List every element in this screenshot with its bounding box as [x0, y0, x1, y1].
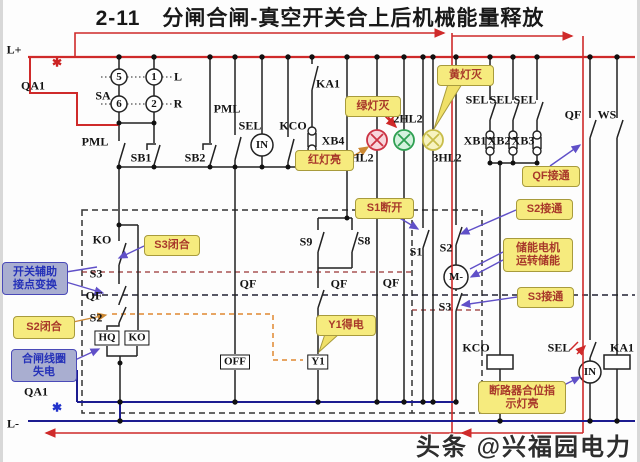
in-indicator-right — [578, 360, 602, 384]
contact-label-sel-bottom: SEL — [547, 340, 571, 355]
callout-storage-motor: 储能电机 运转储能 — [503, 238, 573, 272]
contact-label-s2-mid: S2 — [439, 240, 453, 255]
sa-terminal-1: 1 — [151, 71, 157, 83]
negative-bus — [28, 370, 635, 422]
junction-dots — [116, 54, 620, 424]
contact-label-qf-right: QF — [564, 107, 582, 122]
contact-label-qf-2: QF — [239, 276, 257, 291]
indicator-in-right: IN — [583, 366, 597, 378]
callout-s3-closed: S3闭合 — [144, 235, 200, 256]
callout-s2-closed: S2闭合 — [13, 316, 75, 339]
page-title: 2-11 分闸合闸-真空开关合上后机械能量释放 — [95, 7, 545, 30]
trip-star-bottom: ✱ — [51, 400, 63, 415]
left-edge-strip — [0, 0, 3, 462]
contact-label-s3-left: S3 — [89, 266, 103, 281]
watermark: 头条 @兴福园电力 — [415, 434, 632, 461]
right-edge-strip — [637, 0, 640, 462]
bus-label-l-minus: L- — [7, 416, 19, 431]
sa-terminal-2: 2 — [151, 98, 157, 110]
trip-star-top: ✱ — [51, 55, 63, 70]
lamp-label-3hl2: 3HL2 — [432, 150, 462, 165]
motor-label-m: M- — [448, 271, 464, 283]
plug-label-xb2: XB2 — [487, 133, 511, 148]
contact-label-qf-left: QF — [85, 288, 103, 303]
coil-label-kco-bottom: KCO — [462, 340, 490, 355]
lamp-3hl2-yellow — [422, 129, 444, 151]
contact-label-kco-top: KCO — [279, 118, 307, 133]
coil-y1: Y1 — [307, 354, 329, 370]
contact-label-s3-right: S3 — [438, 299, 452, 314]
plug-label-xb3: XB3 — [511, 133, 535, 148]
contact-label-ko: KO — [92, 232, 112, 247]
sa-position-l: L — [173, 69, 183, 84]
extinguish-x-mark: ✕ — [386, 115, 396, 127]
switch-label-pml-1: PML — [81, 134, 109, 149]
contact-label-qf-3: QF — [330, 276, 348, 291]
coil-hq: HQ — [94, 330, 120, 346]
callout-closing-coil-deenergized: 合闸线圈 失电 — [11, 349, 77, 382]
callout-aux-contact-change: 开关辅助 接点变换 — [2, 262, 68, 295]
callout-s3-on: S3接通 — [517, 287, 574, 308]
sa-terminal-6: 6 — [116, 98, 122, 110]
relay-coil-boxes — [486, 354, 631, 370]
contact-label-ka1-top: KA1 — [316, 76, 340, 91]
xb-plug-symbols — [307, 126, 542, 156]
lamp-2hl2-green — [393, 129, 415, 151]
plug-label-xb4: XB4 — [321, 133, 345, 148]
contact-label-s8: S8 — [357, 233, 371, 248]
button-label-sb1: SB1 — [130, 150, 152, 165]
indicator-in-left: IN — [255, 139, 269, 151]
callout-s1-open: S1断开 — [355, 198, 414, 219]
contact-label-s9: S9 — [299, 234, 313, 249]
callout-red-lamp-on: 红灯亮 — [295, 150, 354, 171]
plug-label-xb1: XB1 — [463, 133, 487, 148]
switch-label-ws: WS — [597, 107, 617, 122]
ka1-coil-box — [603, 354, 631, 370]
switch-label-pml-2: PML — [213, 101, 241, 116]
breaker-label-qa1-bottom: QA1 — [24, 384, 48, 399]
callout-breaker-closed-indicator: 断路器合位指 示灯亮 — [478, 381, 566, 414]
switch-label-sel-1: SEL — [465, 92, 489, 107]
switch-label-sel-2: SEL — [489, 92, 513, 107]
callout-s2-on: S2接通 — [516, 199, 573, 220]
lamp-1hl2-red — [366, 129, 388, 151]
contact-label-s1: S1 — [409, 244, 423, 259]
lamp-ray-arrows — [569, 342, 585, 354]
contact-label-qf-4: QF — [382, 275, 400, 290]
breaker-label-qa1-top: QA1 — [21, 78, 45, 93]
callout-y1-energized: Y1得电 — [316, 315, 376, 336]
callout-yellow-lamp-off: 黄灯灭 — [437, 65, 494, 86]
sa-position-r: R — [173, 96, 183, 111]
switch-label-sel-left: SEL — [238, 118, 262, 133]
selector-label-sa: SA — [95, 88, 111, 103]
coil-ko: KO — [124, 330, 150, 346]
kco-coil-box — [486, 354, 514, 370]
sa-terminal-5: 5 — [116, 71, 122, 83]
lamp-label-2hl2: 2HL2 — [393, 111, 423, 126]
indicator-lamps — [366, 129, 444, 151]
bus-label-l-plus: L+ — [6, 42, 22, 57]
coil-off: OFF — [220, 354, 250, 370]
coil-label-ka1-bottom: KA1 — [610, 340, 634, 355]
button-label-sb2: SB2 — [184, 150, 206, 165]
switch-label-sel-3: SEL — [513, 92, 537, 107]
callout-qf-on: QF接通 — [522, 166, 580, 187]
in-indicator-left — [250, 133, 274, 157]
contact-label-s2-left: S2 — [89, 310, 103, 325]
callout-green-lamp-off: 绿灯灭 — [345, 96, 401, 117]
